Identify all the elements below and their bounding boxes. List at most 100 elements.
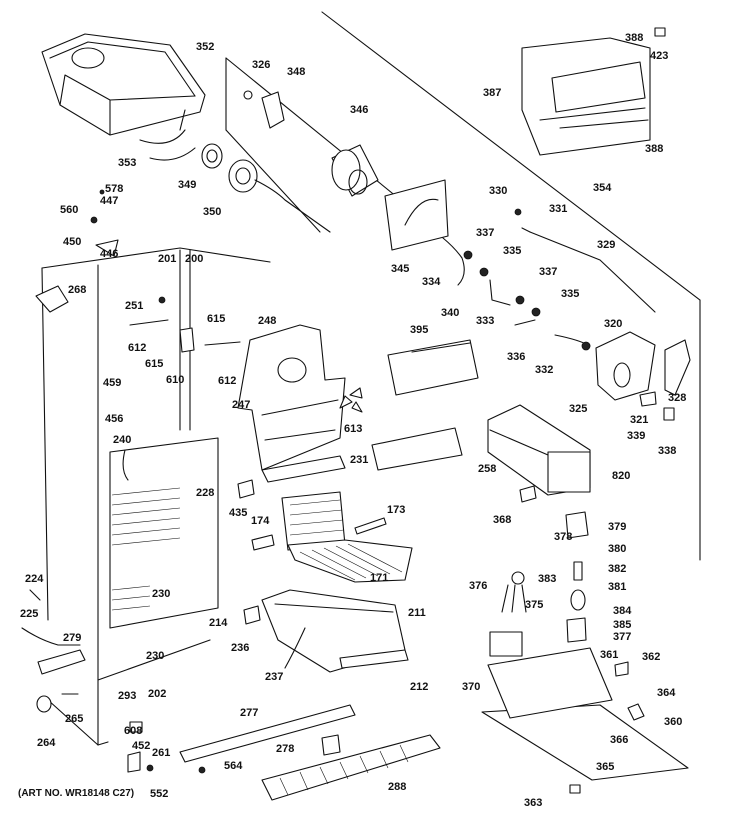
part-label: 321 xyxy=(630,414,648,426)
part-label: 364 xyxy=(657,687,676,699)
part-label: 379 xyxy=(608,521,626,533)
part-label: 231 xyxy=(350,454,368,466)
part-label: 240 xyxy=(113,434,131,446)
fan-613 xyxy=(339,387,363,413)
part-label: 211 xyxy=(408,607,426,619)
part-label: 326 xyxy=(252,59,270,71)
part-label: 375 xyxy=(525,599,543,611)
part-label: 320 xyxy=(604,318,622,330)
part-label: 385 xyxy=(613,619,631,631)
cover-395 xyxy=(387,339,479,396)
part-label: 384 xyxy=(613,605,632,617)
part-label: 261 xyxy=(152,747,170,759)
part-label: 447 xyxy=(100,195,118,207)
part-label: 330 xyxy=(489,185,507,197)
switch-parts xyxy=(501,511,589,643)
part-label: 368 xyxy=(493,514,511,526)
part-label: 338 xyxy=(658,445,676,457)
part-label: 201 xyxy=(158,253,176,265)
part-label: 278 xyxy=(276,743,294,755)
part-label: 456 xyxy=(105,413,123,425)
part-label: 452 xyxy=(132,740,150,752)
cam-326-348 xyxy=(243,90,285,129)
part-label: 337 xyxy=(476,227,494,239)
part-label: 214 xyxy=(209,617,228,629)
part-label: 171 xyxy=(370,572,388,584)
part-label: 264 xyxy=(37,737,56,749)
ice-bucket-352 xyxy=(41,33,206,144)
part-label: 446 xyxy=(100,248,118,260)
part-label: 212 xyxy=(410,681,428,693)
toe-grille-288 xyxy=(179,704,441,801)
part-label: 348 xyxy=(287,66,305,78)
part-label: 279 xyxy=(63,632,81,644)
cabinet-outline xyxy=(41,247,271,746)
part-label: 339 xyxy=(627,430,645,442)
part-label: 331 xyxy=(549,203,567,215)
motor-346 xyxy=(331,144,379,197)
ice-maker-820 xyxy=(487,404,591,496)
part-label: 383 xyxy=(538,573,556,585)
shield-258 xyxy=(371,427,463,471)
part-label: 328 xyxy=(668,392,686,404)
part-label: 268 xyxy=(68,284,86,296)
part-label: 381 xyxy=(608,581,626,593)
evaporator-228 xyxy=(109,437,219,629)
part-label: 333 xyxy=(476,315,494,327)
part-label: 174 xyxy=(251,515,270,527)
part-label: 608 xyxy=(124,725,142,737)
part-label: 388 xyxy=(625,32,643,44)
part-label: 615 xyxy=(207,313,225,325)
part-label: 352 xyxy=(196,41,214,53)
part-label: 612 xyxy=(128,342,146,354)
part-label: 459 xyxy=(103,377,121,389)
part-label: 325 xyxy=(569,403,587,415)
part-label: 560 xyxy=(60,204,78,216)
part-label: 230 xyxy=(146,650,164,662)
auger-parts-349-350 xyxy=(149,143,331,233)
part-label: 380 xyxy=(608,543,626,555)
part-number-labels: 352 326 348 388 423 387 346 353 349 350 388 330 354 5… xyxy=(20,32,686,809)
part-label: 366 xyxy=(610,734,628,746)
part-label: 377 xyxy=(613,631,631,643)
part-label: 293 xyxy=(118,690,136,702)
part-label: 387 xyxy=(483,87,501,99)
part-label: 248 xyxy=(258,315,276,327)
wire-basket-171 xyxy=(281,491,413,583)
part-label: 230 xyxy=(152,588,170,600)
part-label: 354 xyxy=(593,182,612,194)
part-label: 615 xyxy=(145,358,163,370)
part-label: 224 xyxy=(25,573,44,585)
shelf-frame-247 xyxy=(237,324,346,483)
part-label: 345 xyxy=(391,263,409,275)
part-label: 450 xyxy=(63,236,81,248)
part-label: 820 xyxy=(612,470,630,482)
part-label: 361 xyxy=(600,649,618,661)
part-label: 349 xyxy=(178,179,196,191)
part-label: 346 xyxy=(350,104,368,116)
drain-parts-279 xyxy=(21,589,86,675)
part-label: 362 xyxy=(642,651,660,663)
part-label: 329 xyxy=(597,239,615,251)
part-label: 350 xyxy=(203,206,221,218)
part-label: 225 xyxy=(20,608,38,620)
part-label: 613 xyxy=(344,423,362,435)
part-label: 251 xyxy=(125,300,143,312)
part-label: 247 xyxy=(232,399,250,411)
part-label: 332 xyxy=(535,364,553,376)
base-plate-360 xyxy=(481,631,689,794)
part-label: 258 xyxy=(478,463,496,475)
bin-211 xyxy=(261,589,409,673)
part-label: 370 xyxy=(462,681,480,693)
part-label: 335 xyxy=(561,288,579,300)
part-label: 365 xyxy=(596,761,614,773)
part-label: 228 xyxy=(196,487,214,499)
part-label: 388 xyxy=(645,143,663,155)
part-label: 237 xyxy=(265,671,283,683)
part-label: 337 xyxy=(539,266,557,278)
part-label: 423 xyxy=(650,50,668,62)
part-label: 353 xyxy=(118,157,136,169)
boundary-lines xyxy=(225,11,701,561)
